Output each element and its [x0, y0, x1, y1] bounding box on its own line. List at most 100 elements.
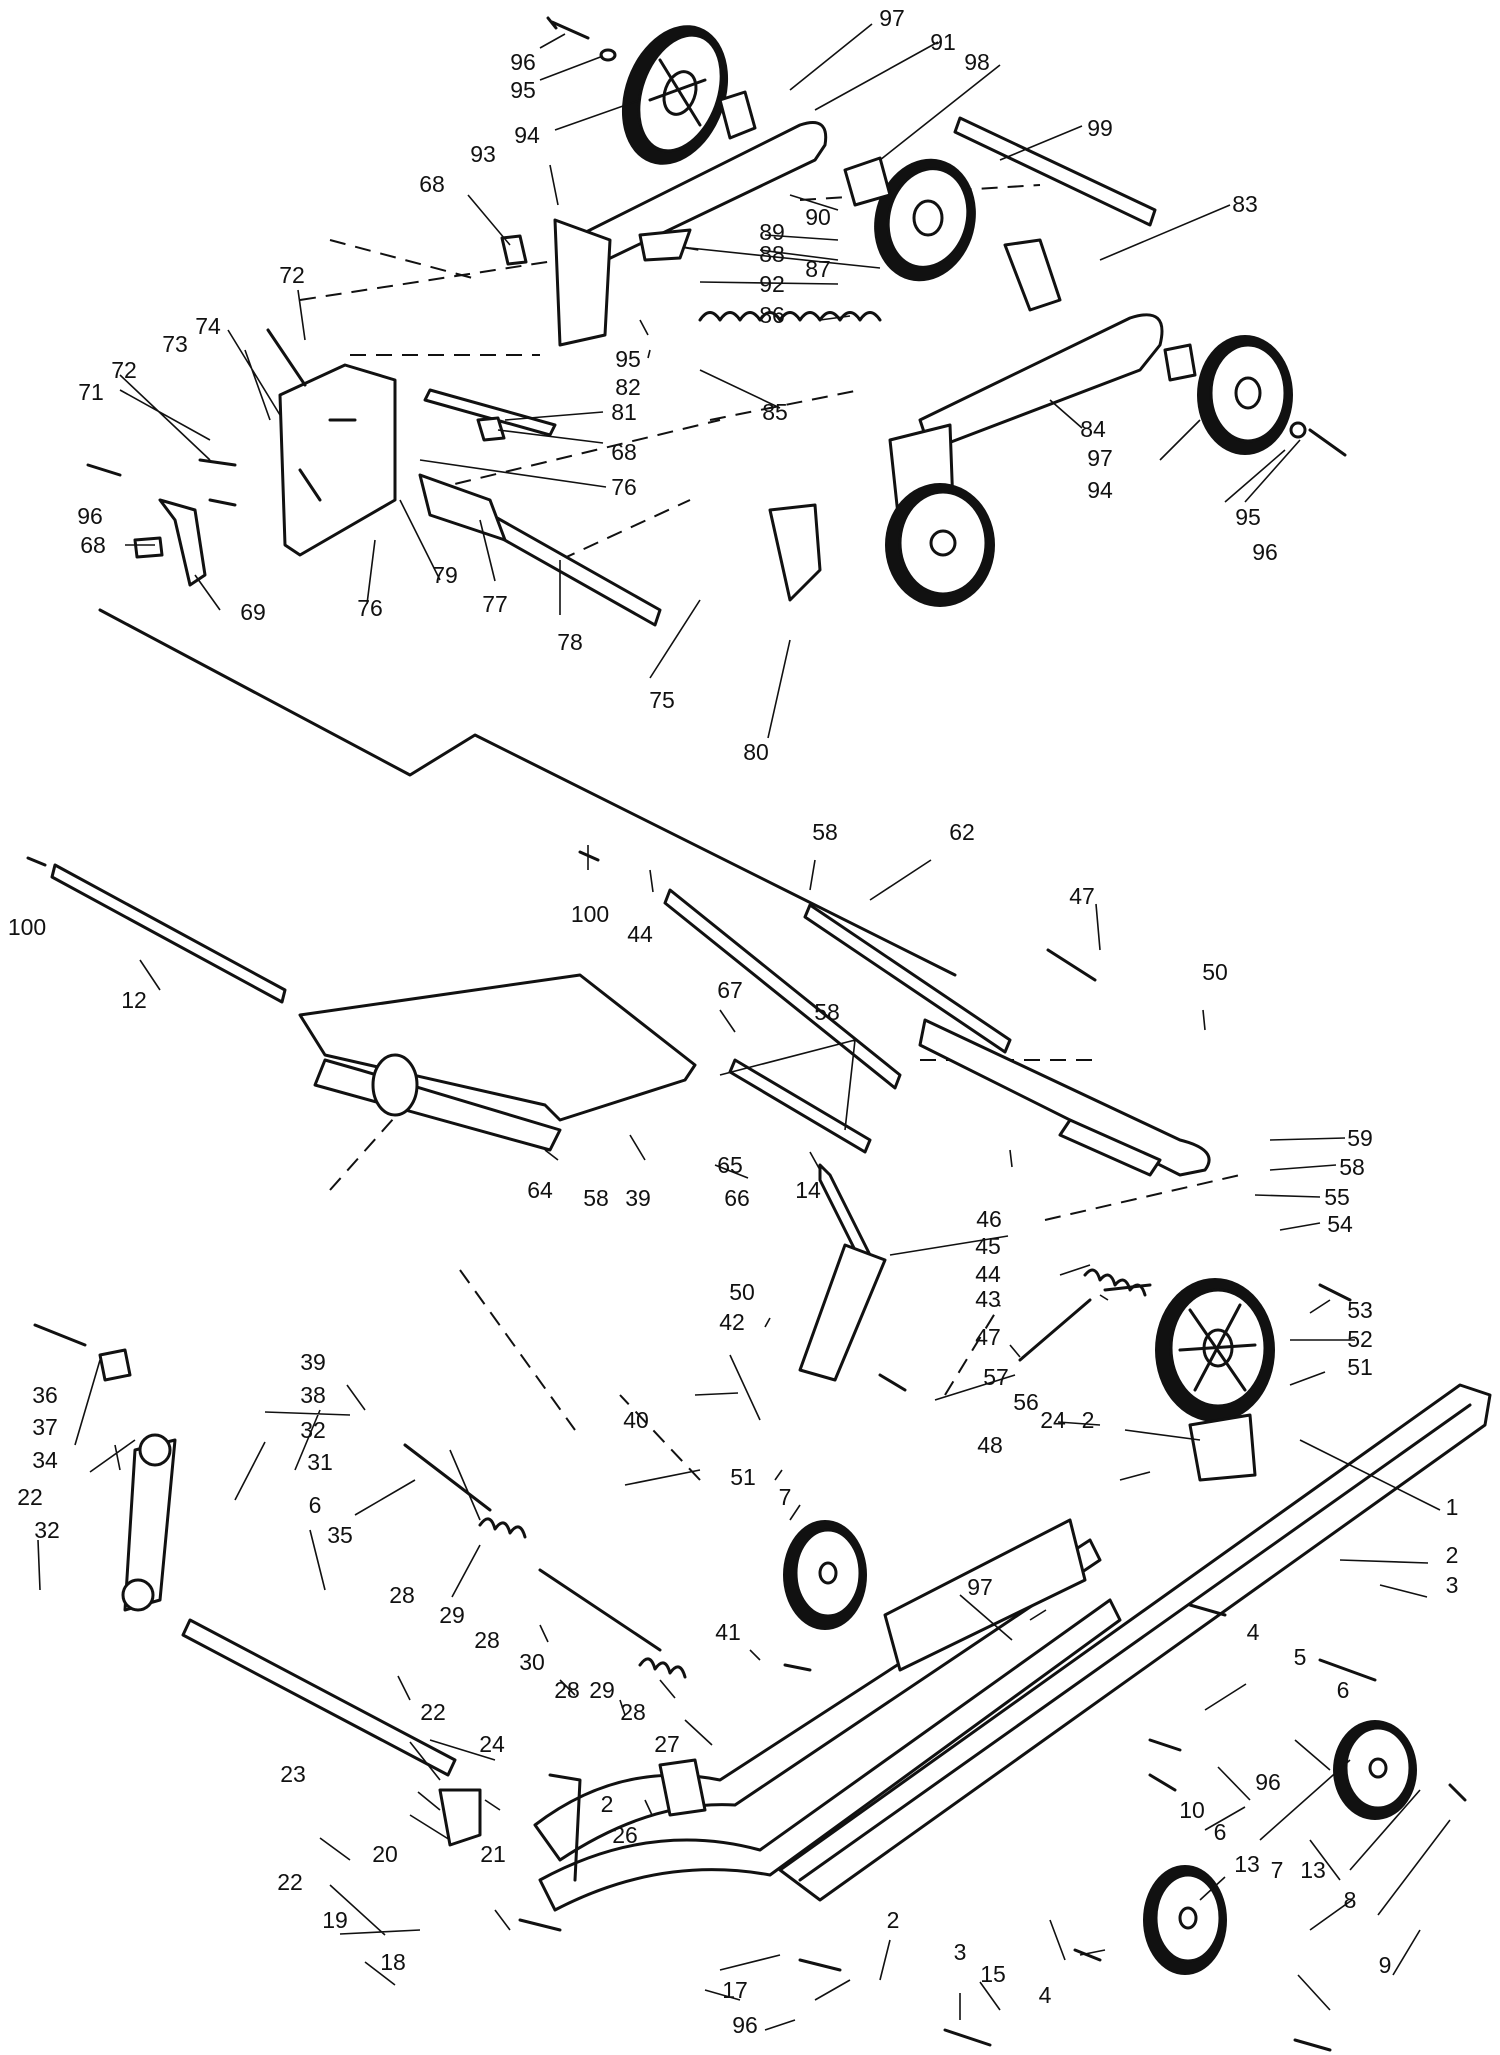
- callout-91: 91: [930, 29, 956, 55]
- callout-100: 100: [571, 901, 609, 927]
- shaft-81: [423, 388, 557, 437]
- callout-32: 32: [34, 1517, 60, 1543]
- callout-23: 23: [280, 1761, 306, 1787]
- callout-74: 74: [195, 313, 221, 339]
- callout-47: 47: [1069, 883, 1095, 909]
- callout-30: 30: [519, 1649, 545, 1675]
- shaft-14: [728, 1058, 872, 1154]
- callout-42: 42: [719, 1309, 745, 1335]
- spring-43: [1083, 1268, 1147, 1297]
- wheel-97-right: [1197, 335, 1293, 455]
- callout-10: 10: [1179, 1797, 1205, 1823]
- callout-77: 77: [482, 591, 508, 617]
- callout-22: 22: [277, 1869, 303, 1895]
- callout-29: 29: [589, 1677, 615, 1703]
- bolt-96-right: [1308, 428, 1347, 457]
- callout-58: 58: [812, 819, 838, 845]
- callout-22: 22: [17, 1484, 43, 1510]
- callout-65: 65: [717, 1152, 743, 1178]
- callout-96: 96: [1255, 1769, 1281, 1795]
- rocker-arm-bottom-pivot: [121, 1578, 155, 1612]
- callout-39: 39: [625, 1185, 651, 1211]
- bushing-68-mid: [476, 416, 506, 442]
- upper-small-bolts: [86, 328, 307, 507]
- bolt-100-center: [578, 850, 600, 862]
- callout-28: 28: [389, 1582, 415, 1608]
- callout-46: 46: [976, 1206, 1002, 1232]
- callout-54: 54: [1327, 1211, 1353, 1237]
- callout-18: 18: [380, 1949, 406, 1975]
- callout-90: 90: [805, 204, 831, 230]
- callout-32: 32: [300, 1417, 326, 1443]
- callout-21: 21: [480, 1841, 506, 1867]
- callout-94: 94: [514, 122, 540, 148]
- washer-95-top: [599, 48, 617, 62]
- callout-51: 51: [1347, 1354, 1373, 1380]
- callout-68: 68: [611, 439, 637, 465]
- side-plate-detail: [298, 418, 357, 502]
- callout-27: 27: [654, 1731, 680, 1757]
- spacer-37: [98, 1348, 132, 1382]
- callout-34: 34: [32, 1447, 58, 1473]
- wheel-7-lower: [1143, 1865, 1227, 1975]
- upper-assembly: [86, 16, 1347, 977]
- callout-47: 47: [975, 1324, 1001, 1350]
- callout-39: 39: [300, 1349, 326, 1375]
- callout-4: 4: [1247, 1619, 1260, 1645]
- callout-22: 22: [420, 1699, 446, 1725]
- callout-66: 66: [724, 1185, 750, 1211]
- arm-91: [558, 121, 828, 277]
- callout-94: 94: [1087, 477, 1113, 503]
- callout-92: 92: [759, 271, 785, 297]
- callout-14: 14: [795, 1177, 821, 1203]
- callout-36: 36: [32, 1382, 58, 1408]
- wheel-94-lower: [885, 483, 995, 607]
- callout-15: 15: [980, 1961, 1006, 1987]
- callout-58: 58: [583, 1185, 609, 1211]
- assembly-connector: [98, 608, 957, 977]
- callout-9: 9: [1379, 1952, 1392, 1978]
- callout-98: 98: [964, 49, 990, 75]
- spacer-right: [1163, 343, 1197, 382]
- callout-56: 56: [1013, 1389, 1039, 1415]
- callout-75: 75: [649, 687, 675, 713]
- arm-91-bracket: [553, 218, 612, 347]
- spacer-98: [843, 156, 892, 207]
- callout-97: 97: [967, 1574, 993, 1600]
- callout-55: 55: [1324, 1184, 1350, 1210]
- rear-arm-59: [918, 1018, 1211, 1177]
- callout-99: 99: [1087, 115, 1113, 141]
- callout-20: 20: [372, 1841, 398, 1867]
- callout-76: 76: [357, 595, 383, 621]
- lower-small-bolts: [783, 948, 1467, 2052]
- spacer-83: [1003, 238, 1062, 312]
- wheel-spokes: [648, 58, 707, 127]
- rail-bracket: [883, 1518, 1087, 1672]
- callout-97: 97: [879, 5, 905, 31]
- callout-29: 29: [439, 1602, 465, 1628]
- callout-2: 2: [1446, 1542, 1459, 1568]
- rocker-arm-top-pivot: [138, 1433, 172, 1467]
- callout-1: 1: [1446, 1494, 1459, 1520]
- callout-2: 2: [601, 1791, 614, 1817]
- callout-96: 96: [1252, 539, 1278, 565]
- wheel-7-center: [783, 1520, 867, 1630]
- callout-95: 95: [615, 346, 641, 372]
- side-rail-1-edge: [798, 1403, 1472, 1882]
- callout-97: 97: [1087, 445, 1113, 471]
- callout-3: 3: [954, 1939, 967, 1965]
- spacer-77: [418, 473, 507, 542]
- side-plate-79: [278, 363, 397, 557]
- shaft-67: [663, 888, 902, 1090]
- handle-22: [518, 1773, 582, 1932]
- spring-29-arms: [403, 1443, 662, 1652]
- callout-85: 85: [762, 399, 788, 425]
- callout-95: 95: [510, 77, 536, 103]
- callout-44: 44: [975, 1261, 1001, 1287]
- callout-35: 35: [327, 1522, 353, 1548]
- callout-44: 44: [627, 921, 653, 947]
- callout-24: 24: [1040, 1407, 1066, 1433]
- callout-7: 7: [779, 1484, 792, 1510]
- front-arm: [298, 973, 697, 1122]
- callout-86: 86: [759, 302, 785, 328]
